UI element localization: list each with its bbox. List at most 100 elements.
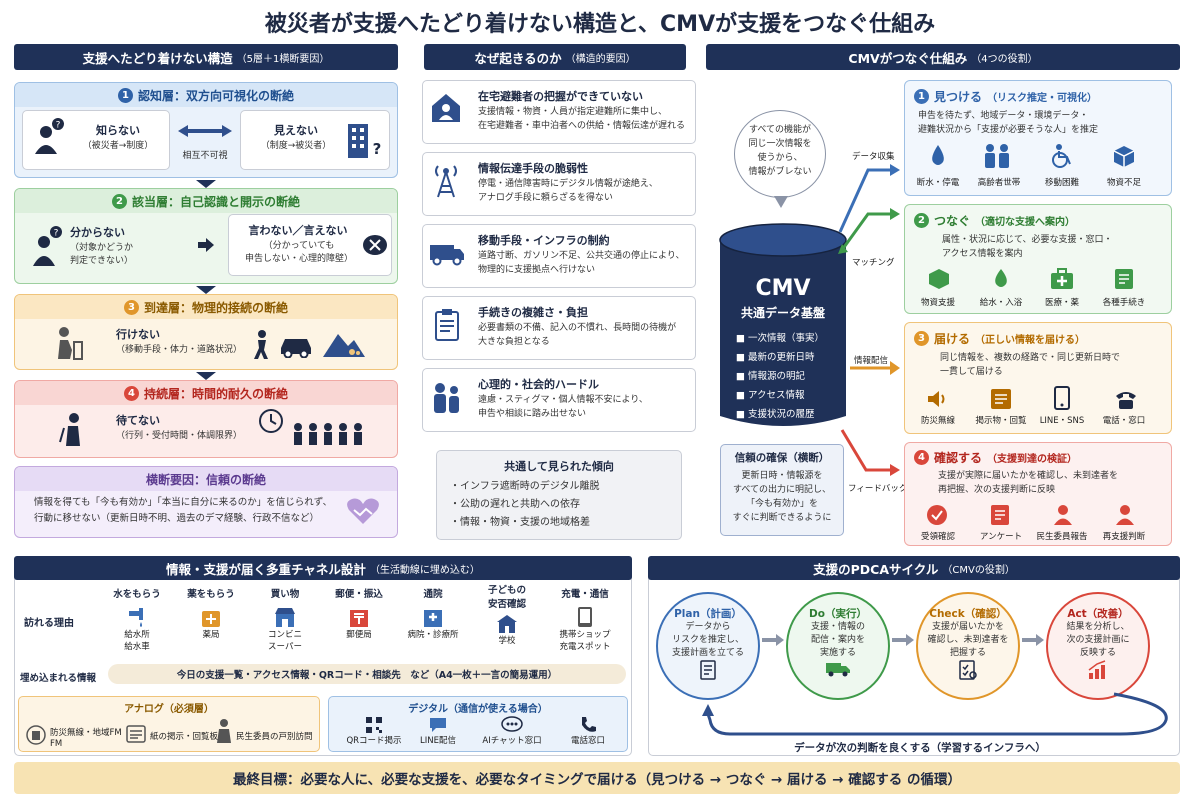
landslide-icon [322,328,366,358]
col1-header-sub: （5層＋1横断要因） [236,53,330,65]
layer-4-header: 4 持続層：時間的耐久の断絶 [15,381,397,405]
speech-x-icon [362,234,388,258]
cmv-item-2-text: 最新の更新日時 [748,352,815,363]
qr-code-icon [366,717,382,733]
visit-person-icon [214,718,234,744]
channel-col-6-b1: 学校 [498,636,516,646]
role-4-icon-label-1: 受領確認 [920,532,955,542]
cmv-item-5: ■ 支援状況の履歴 [736,409,815,420]
layer-1-title: 認知層：双方向可視化の断絶 [137,88,294,103]
layer-2-num: 2 [111,193,127,209]
role-2-line1: 属性・状況に応じて、必要な支援・窓口・ [942,235,1113,245]
cause-4-title: 手続きの複雑さ・負担 [478,306,588,319]
col3-header-title: CMVがつなぐ仕組み [848,50,968,66]
layer-2-title: 該当層：自己認識と開示の断絶 [131,194,300,209]
cross-factor-line2: 行動に移せない（更新日時不明、過去のデマ経験、行政不信など） [34,513,320,524]
trust-line-4: すぐに判断できるように [732,513,832,523]
trust-line-2: すべての出力に明記し、 [732,485,831,495]
layer-2-left-title: 分からない [70,226,125,239]
checklist-icon [959,660,977,680]
channel-col-1-b2: 給水車 [124,642,150,652]
cause-5-line2: 申告や相談に踏み出せない [478,409,587,419]
role-4-num: 4 [914,450,929,465]
tired-person-icon [56,412,88,448]
role-2-icon-label-3: 医療・薬 [1044,298,1079,308]
role-2-icon-label-2: 給水・入浴 [979,298,1023,308]
channel-row-label: 訪れる理由 [24,618,74,629]
water-bath-icon [990,268,1012,290]
cause-3-line1: 道路寸断、ガソリン不足、公共交通の停止により、 [478,251,685,261]
cause-4-line2: 大きな負担となる [478,337,550,347]
pdca-plan-title: Plan（計画） [674,608,742,620]
pdca-check-l1: 支援が届いたかを [931,622,1004,632]
medicine-bag-icon [202,611,220,627]
bubble-line-2: 同じ一次情報を [748,139,812,149]
pdca-act: Act（改善） 結果を分析し、 次の支援計画に 反映する [1046,592,1150,700]
cross-factor: 横断要因：信頼の断絶 [14,466,398,538]
cause-item-2 [422,152,696,216]
pdca-check-l2: 確認し、未到達者を [927,635,1009,646]
role-2-num: 2 [914,213,929,228]
pdca-arrow-3 [1022,634,1044,646]
cmv-item-1-text: 一次情報（事実） [748,333,825,344]
pdca-check-title: Check（確認） [929,608,1007,620]
layer-4-num: 4 [123,385,139,401]
cmv-item-4: ■ アクセス情報 [736,390,805,401]
receipt-check-icon [926,504,948,526]
channel-header-sub: （生活動線に埋め込む） [369,564,480,576]
cmv-title: CMV [755,276,811,301]
channel-col-6-top2: 安否確認 [487,599,526,610]
role-card-confirm [904,442,1172,546]
form-icon [1114,268,1134,290]
trend-item-2: ・公助の遅れと共助への依存 [450,499,580,510]
channel-col-6: 子どもの 安否確認 学校 [470,582,544,646]
pdca-plan-l3: 支援計画を立てる [671,648,744,659]
layer-2-right-sub1: （分かっていても [263,241,335,251]
trust-title: 信頼の確保（横断） [734,452,830,464]
cause-item-5 [422,368,696,432]
role-1-icon-label-1: 断水・停電 [916,178,960,188]
pdca-header: 支援のPDCAサイクル（CMVの役割） [648,556,1180,580]
col3-header: CMVがつなぐ仕組み（4つの役割） [706,44,1180,70]
cause-2-line1: 停電・通信障害時にデジタル情報が途絶え、 [478,179,658,189]
box-icon [1112,144,1136,168]
svg-text:?: ? [56,121,61,131]
trend-item-3: ・情報・物資・支援の地域格差 [450,517,590,528]
layer-1-left-title: 知らない [96,124,140,137]
pdca-loop-arrow [700,690,1176,738]
analog-title: アナログ（必須層） [124,704,214,715]
layer-arrow-2 [196,286,216,294]
cause-2-title: 情報伝達手段の脆弱性 [478,162,588,175]
faucet-icon [129,608,143,627]
medical-kit-icon [1050,268,1074,290]
layer-1-header: 1 認知層：双方向可視化の断絶 [15,83,397,107]
cause-2-line2: アナログ手段に頼らざるを得ない [478,193,613,203]
role-2-title-sub: （適切な支援へ案内） [975,217,1076,228]
digital-item-qr: QRコード掲示 [340,716,408,746]
store-icon [275,608,295,627]
pdca-check-l3: 把握する [949,648,986,659]
pdca-act-l2: 次の支援計画に [1066,635,1130,646]
walking-person-icon [250,330,272,360]
trend-box [436,450,682,540]
channel-col-4-b1: 郵便局 [346,630,372,640]
digital-item-line: LINE配信 [408,716,468,746]
layer-2-left-sub2: 判定できない） [70,256,134,266]
cause-5-line1: 遠慮・スティグマ・個人情報不安により、 [478,395,648,405]
cmv-item-2: ■ 最新の更新日時 [736,352,815,363]
role-2-icon-label-4: 各種手続き [1102,298,1146,308]
chat-bubble-icon [430,718,446,732]
digital-item-4: 電話窓口 [570,736,605,746]
channel-col-4-top: 郵便・振込 [335,589,383,600]
role-1-num: 1 [914,89,929,104]
phone-charge-icon [578,607,592,627]
layer-4-sub: （行列・受付時間・体調限界） [116,431,243,441]
bulletin-icon [990,388,1012,410]
analog-item-1b: FM [50,739,63,749]
role-card-deliver [904,322,1172,434]
role-1-title: 見つける [934,90,983,104]
cmv-item-3: ■ 情報源の明記 [736,371,806,382]
pdca-loop-label: データが次の判断を良くする（学習するインフラへ） [794,742,1046,754]
digital-item-phone: 電話窓口 [556,716,620,746]
digital-item-1: QRコード掲示 [346,736,402,746]
